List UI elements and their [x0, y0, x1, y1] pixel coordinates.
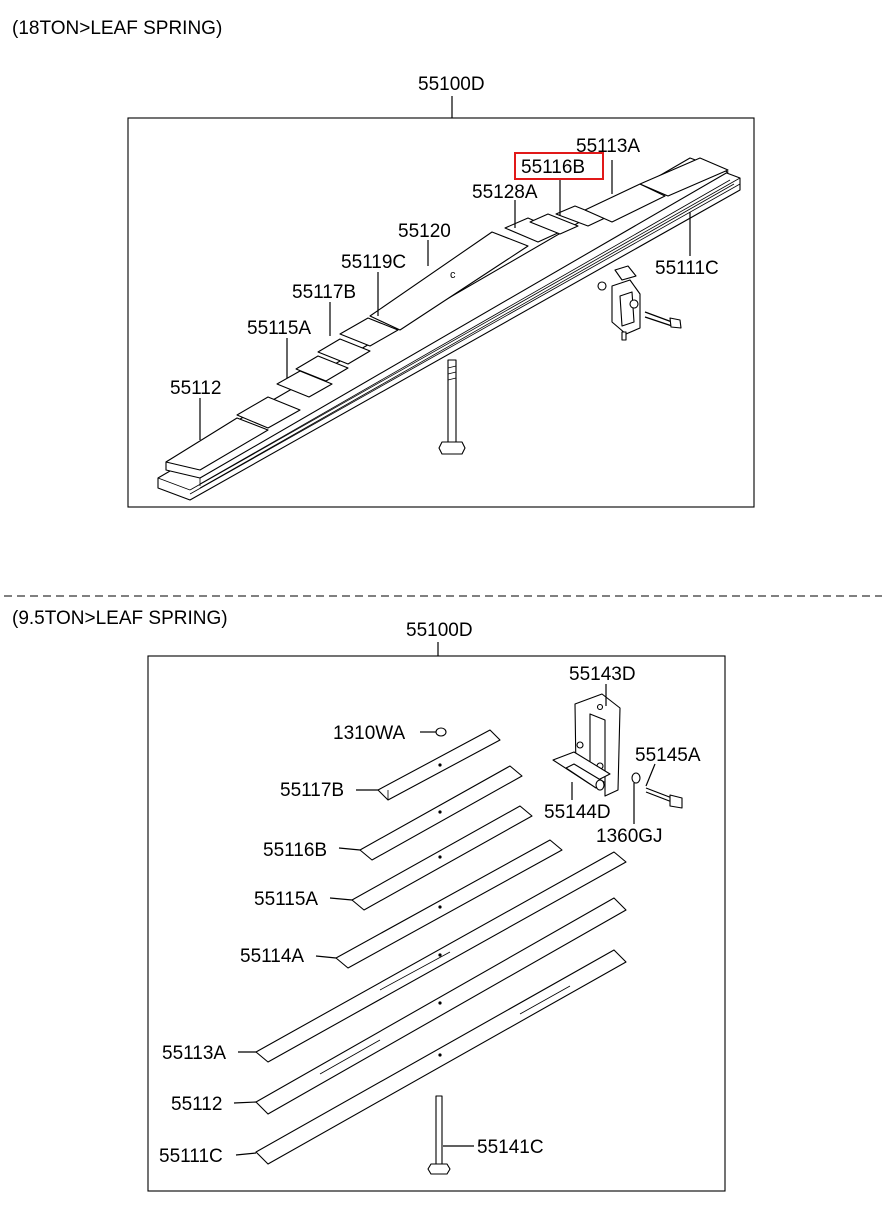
label-1310wa[interactable]: 1310WA	[333, 723, 405, 744]
leaders-18ton	[199, 160, 691, 440]
label-55116b[interactable]: 55116B	[521, 157, 585, 178]
label-1360gj[interactable]: 1360GJ	[596, 826, 663, 847]
section-9-5ton: (9.5TON>LEAF SPRING) 55100D	[12, 608, 726, 1192]
leaf-step-1[interactable]	[236, 396, 301, 429]
svg-text:c: c	[450, 269, 456, 281]
leaf-55117b[interactable]	[377, 729, 501, 801]
label-55120[interactable]: 55120	[398, 221, 451, 242]
label-55113a[interactable]: 55113A	[162, 1043, 226, 1064]
label-55144d[interactable]: 55144D	[544, 802, 611, 823]
diagram-frame	[147, 655, 726, 1192]
label-55143d[interactable]: 55143D	[569, 664, 636, 685]
leaf-55116b[interactable]	[529, 213, 579, 235]
label-55115a[interactable]: 55115A	[254, 889, 318, 910]
leaf-step-3[interactable]	[295, 355, 349, 382]
label-55116b[interactable]: 55116B	[263, 840, 327, 861]
label-55115a[interactable]: 55115A	[247, 318, 311, 339]
label-55111c[interactable]: 55111C	[159, 1146, 223, 1167]
section-18ton: (18TON>LEAF SPRING) 55100D	[12, 18, 755, 508]
leaf-55115a[interactable]	[351, 805, 533, 911]
highlight-box	[514, 152, 604, 180]
leaf-55113a[interactable]	[584, 183, 666, 223]
bolt-55145a[interactable]	[645, 787, 683, 809]
leaf-55120[interactable]	[369, 231, 529, 331]
leaf-spring-pack: c	[157, 157, 741, 501]
leaf-step-5[interactable]	[339, 317, 399, 347]
leaf-55112[interactable]	[255, 897, 627, 1115]
leaf-step-4[interactable]	[317, 338, 371, 365]
label-55117b[interactable]: 55117B	[292, 282, 356, 303]
center-bolt[interactable]	[438, 359, 466, 455]
leaf-55112[interactable]	[165, 417, 269, 471]
center-bolt-55141c[interactable]	[427, 1095, 451, 1175]
label-55113a[interactable]: 55113A	[576, 136, 640, 157]
section-title: (18TON>LEAF SPRING)	[12, 18, 222, 39]
section-title: (9.5TON>LEAF SPRING)	[12, 608, 228, 629]
diagram-frame	[127, 117, 755, 508]
nut-1310wa[interactable]	[435, 727, 447, 737]
label-55117b[interactable]: 55117B	[280, 780, 344, 801]
leaf-55114a[interactable]	[335, 839, 563, 969]
label-55112[interactable]: 55112	[170, 378, 221, 399]
leaf-55113a[interactable]	[255, 851, 627, 1063]
leaf-55116b[interactable]	[359, 765, 523, 861]
label-55145a[interactable]: 55145A	[635, 745, 701, 766]
leaders-9-5ton	[233, 684, 656, 1156]
pin-55144d[interactable]	[552, 751, 611, 791]
leaf-step-2[interactable]	[276, 370, 333, 398]
leaf-55111c-top[interactable]	[639, 157, 729, 197]
label-55128a[interactable]: 55128A	[472, 182, 538, 203]
label-55111c[interactable]: 55111C	[655, 258, 719, 279]
spring-clip[interactable]	[597, 265, 682, 341]
washer-1360gj[interactable]	[631, 772, 641, 784]
label-55141c[interactable]: 55141C	[477, 1137, 544, 1158]
label-55112[interactable]: 55112	[171, 1094, 222, 1115]
label-55114a[interactable]: 55114A	[240, 946, 304, 967]
assembly-label[interactable]: 55100D	[418, 74, 485, 95]
leaf-55111c[interactable]	[255, 949, 627, 1165]
assembly-label[interactable]: 55100D	[406, 620, 473, 641]
label-55119c[interactable]: 55119C	[341, 252, 406, 273]
